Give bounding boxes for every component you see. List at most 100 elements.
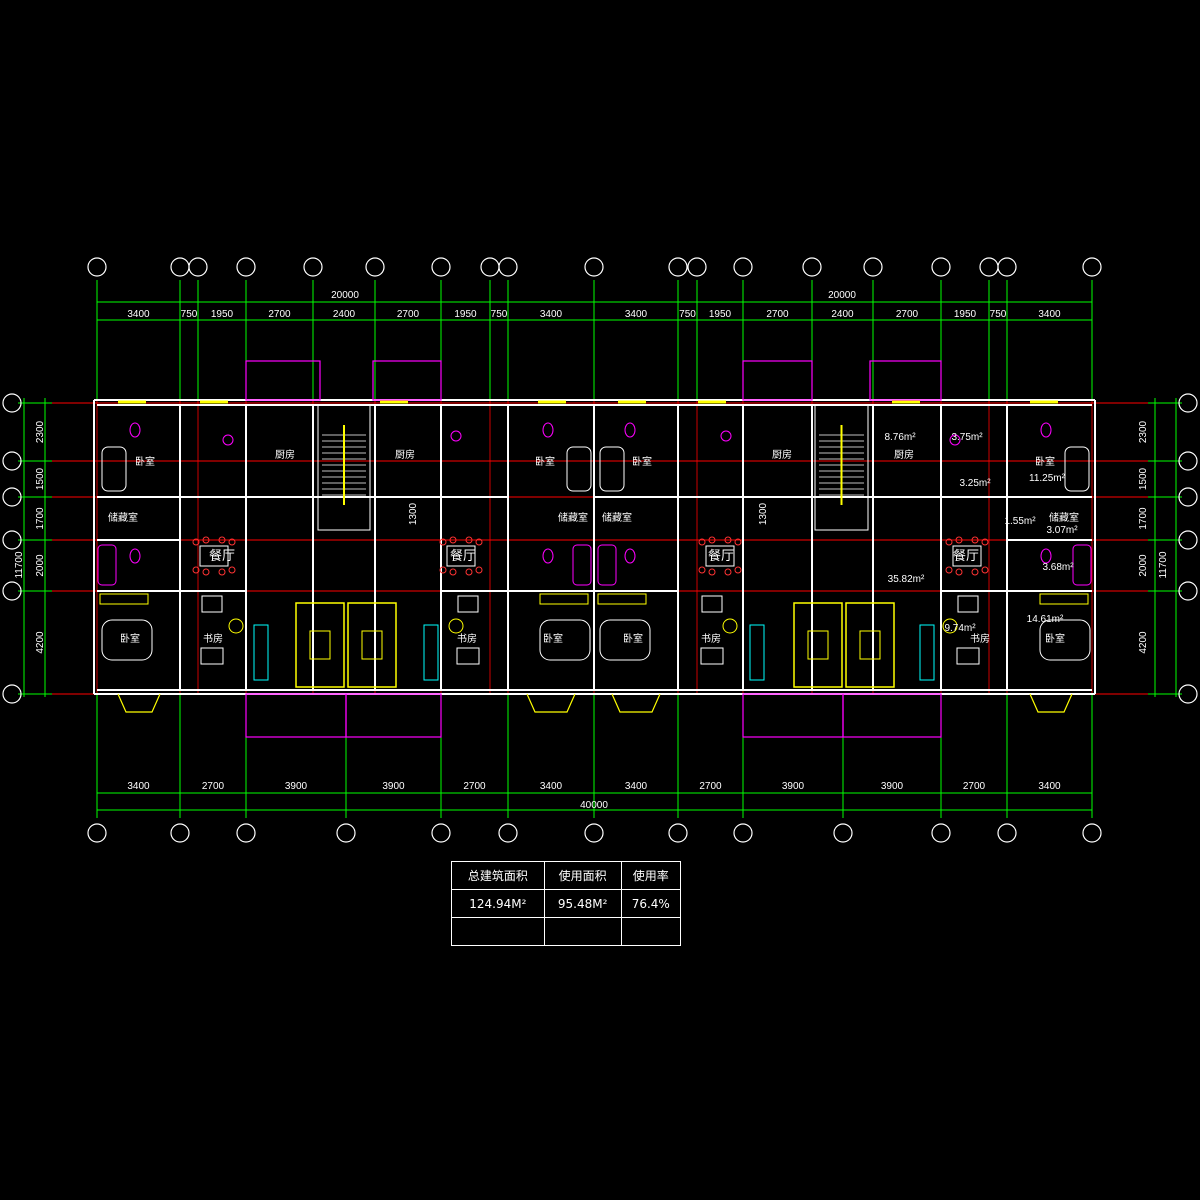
area-label: 1.55m² [1004,516,1036,527]
axis-bubble-bottom [833,823,853,843]
axis-bubble-top [365,257,385,277]
axis-bubble-left [2,487,22,507]
room-label-bedroom: 卧室 [135,455,155,468]
axis-bubble-top [87,257,107,277]
plant [942,618,958,634]
wardrobe [539,593,589,605]
fixtures [97,400,1092,688]
dim-top-segment: 1950 [454,309,477,320]
value-usable-area: 95.48M² [543,889,622,918]
room-label-dining: 餐厅 [708,548,734,564]
bay-window [1029,693,1073,713]
axis-bubble-right [1178,581,1198,601]
toilet [1040,422,1052,438]
axis-bubble-top [170,257,190,277]
coffee-table [309,630,331,660]
dining-chair [734,566,742,574]
axis-bubble-right [1178,487,1198,507]
dim-bottom-segment: 3900 [881,781,904,792]
axis-bubble-top [997,257,1017,277]
dim-side-left: 2300 [35,420,46,443]
dining-chair [475,538,483,546]
dim-bottom-segment: 2700 [202,781,225,792]
dim-top-segment: 2700 [397,309,420,320]
area-label: 8.76m² [884,432,916,443]
dining-chair [449,568,457,576]
summary-header-row: 总建筑面积 使用面积 使用率 [451,861,682,890]
dim-bottom-segment: 2700 [463,781,486,792]
summary-empty-row [451,917,682,946]
dining-chair [698,566,706,574]
toilet [542,422,554,438]
dim-stair-right: 1300 [758,502,769,525]
area-label: 14.61m² [1027,614,1064,625]
axis-bubble-top [668,257,688,277]
dining-chair [945,566,953,574]
header-usage-rate: 使用率 [620,861,682,890]
room-label-study: 书房 [457,632,477,645]
axis-bubble-top [303,257,323,277]
area-label: 11.25m² [1029,473,1066,484]
header-usable-area: 使用面积 [543,861,622,890]
axis-bubble-right [1178,451,1198,471]
toilet [129,548,141,564]
area-summary-table: 总建筑面积 使用面积 使用率 124.94M² 95.48M² 76.4% [451,861,682,946]
dining-chair [955,536,963,544]
dining-chair [971,568,979,576]
bay-window [117,693,161,713]
dining-chair [981,566,989,574]
dim-side-left: 1500 [35,467,46,490]
dim-side-total-right: 11700 [1158,551,1169,579]
room-label-dining: 餐厅 [450,548,476,564]
dining-chair [439,566,447,574]
dim-side-left: 1700 [35,507,46,530]
dining-table [952,545,982,567]
bathtub [599,446,625,492]
axis-bubble-bottom [733,823,753,843]
axis-bubble-left [2,581,22,601]
stair-well [814,404,869,531]
dining-chair [465,568,473,576]
plant [448,618,464,634]
plant [228,618,244,634]
dim-side-right: 2300 [1138,420,1149,443]
stair-well [317,404,371,531]
bay-window [526,693,576,713]
bathtub [566,446,592,492]
armchair [457,595,479,613]
value-total-area: 124.94M² [451,889,545,918]
value-usage-rate: 76.4% [620,889,682,918]
area-label: 3.75m² [951,432,983,443]
room-label-bedroom: 卧室 [120,632,140,645]
room-label-bedroom: 卧室 [1045,632,1065,645]
armchair [701,595,723,613]
dining-chair [449,536,457,544]
axis-bubble-top [431,257,451,277]
wardrobe [1039,593,1089,605]
dim-top-segment: 1950 [709,309,732,320]
washbasin [949,434,961,446]
dim-top-segment: 3400 [127,309,150,320]
wardrobe [99,593,149,605]
grid-lines [24,280,1176,818]
dim-side-total-left: 11700 [14,551,25,579]
summary-value-row: 124.94M² 95.48M² 76.4% [451,889,682,918]
washbasin [720,430,732,442]
axis-bubble-right [1178,684,1198,704]
dining-chair [202,536,210,544]
dim-side-right: 4200 [1138,631,1149,654]
axis-bubble-top [931,257,951,277]
tv-cabinet [749,624,765,681]
axis-bubble-bottom [668,823,688,843]
balcony-north [245,360,321,401]
dining-chair [724,536,732,544]
dim-top-segment: 3400 [540,309,563,320]
room-label-bedroom: 卧室 [632,455,652,468]
dining-chair [981,538,989,546]
axis-bubbles [2,257,1198,843]
balcony-south [345,693,442,738]
dim-top-segment: 2400 [831,309,854,320]
coffee-table [807,630,829,660]
dim-top-segment: 750 [679,309,696,320]
